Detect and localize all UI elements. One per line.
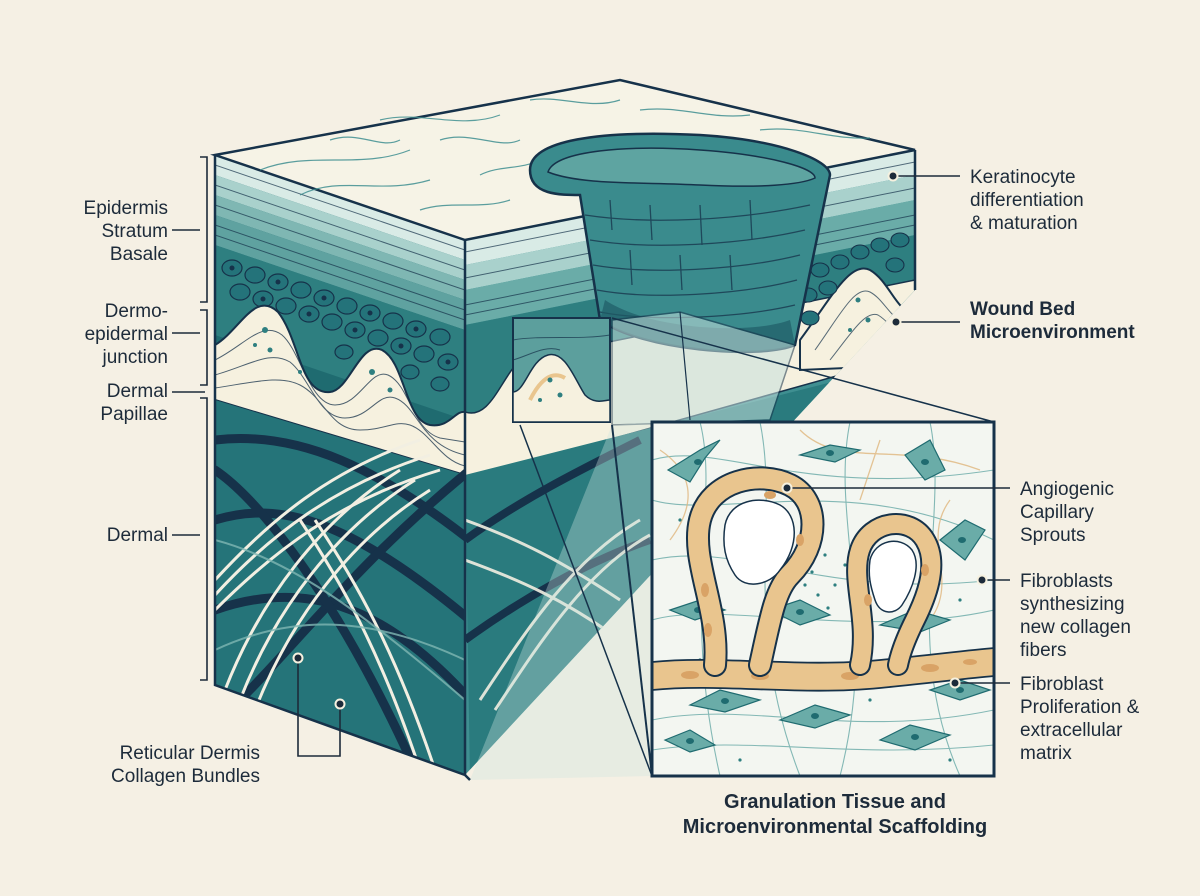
leader-dots bbox=[781, 170, 988, 689]
granulation-tissue-inset bbox=[650, 420, 996, 778]
label-angiogenic: Angiogenic Capillary Sprouts bbox=[1020, 479, 1115, 546]
label-dermal: Dermal bbox=[106, 525, 168, 546]
label-dermo-epidermal-junction: Dermo- epidermal junction bbox=[84, 301, 168, 368]
cube-outline bbox=[213, 150, 917, 781]
label-epidermis: Epidermis Stratum Basale bbox=[83, 198, 168, 265]
label-fibroblast-proliferation: Fibroblast Proliferation & extracellular… bbox=[1020, 674, 1140, 764]
left-brackets bbox=[172, 156, 341, 757]
inset-caption: Granulation Tissue and Microenvironmenta… bbox=[682, 791, 988, 838]
reticular-dots bbox=[292, 652, 346, 710]
papilla-inset-window bbox=[512, 317, 611, 423]
label-fibroblasts-synthesizing: Fibroblasts synthesizing new collagen fi… bbox=[1020, 571, 1131, 661]
label-dermal-papillae: Dermal Papillae bbox=[100, 381, 168, 425]
wound-zoom-wedge bbox=[470, 311, 995, 780]
right-leaders bbox=[787, 175, 1010, 684]
label-wound-bed: Wound Bed Microenvironment bbox=[970, 299, 1135, 343]
label-keratinocyte: Keratinocyte differentiation & maturatio… bbox=[970, 167, 1084, 234]
label-reticular-dermis: Reticular Dermis Collagen Bundles bbox=[111, 743, 260, 787]
cube-front-face bbox=[215, 155, 465, 775]
